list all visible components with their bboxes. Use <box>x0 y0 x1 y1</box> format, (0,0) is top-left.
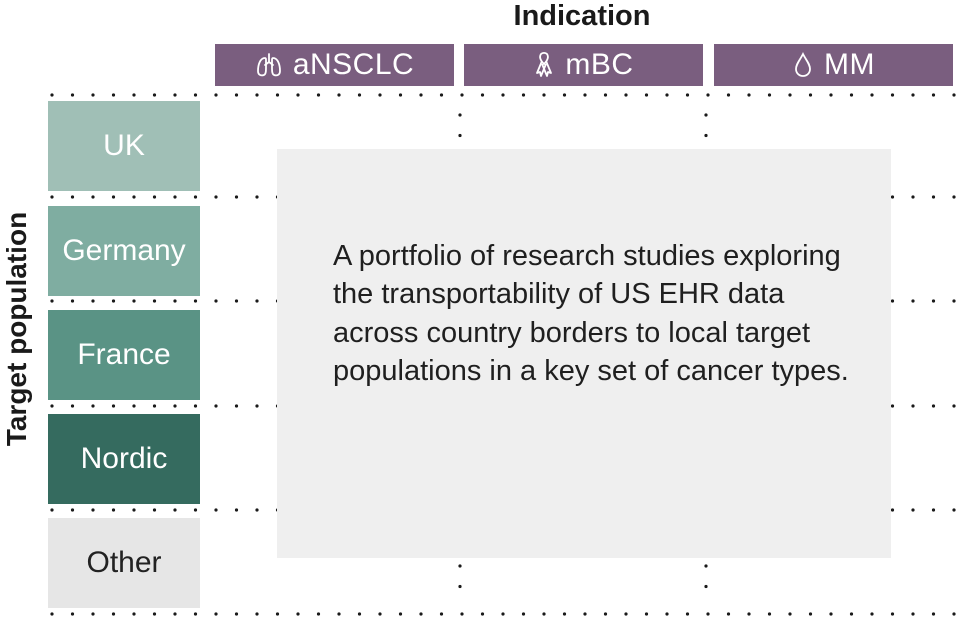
row-france: France <box>48 310 200 400</box>
column-label: MM <box>824 48 875 81</box>
column-header-ansclc: aNSCLC <box>215 44 454 86</box>
description-box: A portfolio of research studies explorin… <box>277 149 891 558</box>
ribbon-icon <box>533 51 555 79</box>
column-header-mbc: mBC <box>464 44 703 86</box>
column-label: aNSCLC <box>292 48 415 81</box>
row-other: Other <box>48 518 200 608</box>
row-nordic: Nordic <box>48 414 200 504</box>
drop-icon <box>792 51 814 79</box>
column-label: mBC <box>565 48 634 81</box>
row-uk: UK <box>48 101 200 191</box>
diagram-title: Indication <box>513 0 651 32</box>
lungs-icon <box>255 52 283 78</box>
description-text: A portfolio of research studies explorin… <box>333 240 849 388</box>
column-header-mm: MM <box>714 44 953 86</box>
row-label: France <box>77 338 171 371</box>
row-germany: Germany <box>48 206 200 296</box>
row-label: UK <box>103 129 145 162</box>
row-label: Germany <box>62 234 186 267</box>
row-label: Other <box>86 546 162 579</box>
row-label: Nordic <box>80 442 168 475</box>
